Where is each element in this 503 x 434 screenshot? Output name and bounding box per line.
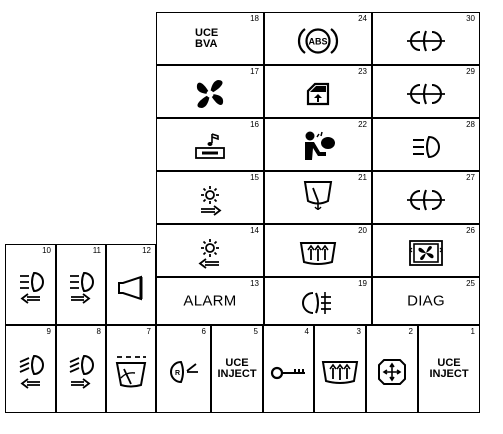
fuse-number: 6 — [201, 327, 206, 336]
fuse-number: 1 — [470, 327, 475, 336]
fuse-number: 14 — [250, 226, 259, 235]
fuse-13: 13 ALARM — [156, 277, 264, 325]
heater-blower-icon — [408, 238, 444, 268]
fuse-number: 22 — [358, 120, 367, 129]
fuse-label: ALARM — [183, 292, 237, 310]
fuse-21: 21 — [264, 171, 372, 224]
fuse-14: 14 — [156, 224, 264, 277]
fuse-10: 10 — [5, 244, 56, 325]
fuse-19: 19 — [264, 277, 372, 325]
fuse-number: 10 — [42, 246, 51, 255]
fuse-30: 30 — [372, 12, 480, 65]
fuse-24: 24 ABS — [264, 12, 372, 65]
fuse-16: 16 — [156, 118, 264, 171]
turn-right-lamp-icon — [193, 184, 227, 216]
horn-icon — [115, 275, 147, 301]
fuse-number: 26 — [466, 226, 475, 235]
reverse-light-icon: R — [167, 359, 201, 385]
fuse-number: 27 — [466, 173, 475, 182]
fuse-number: 25 — [466, 279, 475, 288]
fuse-number: 7 — [146, 327, 151, 336]
fuse-number: 8 — [96, 327, 101, 336]
power-window-icon — [303, 81, 333, 107]
rear-wiper-icon — [301, 179, 335, 213]
fuse-25: 25 DIAG — [372, 277, 480, 325]
fuse-2: 2 — [366, 325, 418, 413]
fuse-number: 29 — [466, 67, 475, 76]
fuse-26: 26 — [372, 224, 480, 277]
abs-icon: ABS — [296, 25, 340, 57]
fuse-number: 16 — [250, 120, 259, 129]
rear-fog-icon — [301, 290, 335, 316]
svg-text:R: R — [174, 370, 179, 377]
high-beam-left-icon — [16, 353, 46, 391]
fuse-number: 2 — [408, 327, 413, 336]
headlight-icon — [409, 134, 443, 160]
fuse-12: 12 — [106, 244, 156, 325]
fuse-20: 20 — [264, 224, 372, 277]
fuse-number: 20 — [358, 226, 367, 235]
fog-light-icon — [404, 29, 448, 53]
fuse-number: 9 — [46, 327, 51, 336]
fuse-number: 30 — [466, 14, 475, 23]
fuse-number: 28 — [466, 120, 475, 129]
low-beam-right-icon — [66, 270, 96, 306]
key-icon — [270, 363, 308, 381]
fuse-4: 4 — [263, 325, 314, 413]
fuse-22: 22 — [264, 118, 372, 171]
hazard-icon — [375, 356, 409, 388]
fuse-number: 18 — [250, 14, 259, 23]
fog-light-icon — [404, 82, 448, 106]
low-beam-left-icon — [16, 270, 46, 306]
fuse-6: 6 R — [156, 325, 211, 413]
front-wiper-icon — [114, 354, 148, 390]
turn-left-lamp-icon — [193, 237, 227, 269]
fuse-number: 24 — [358, 14, 367, 23]
fuse-number: 11 — [92, 246, 101, 255]
fuse-number: 3 — [356, 327, 361, 336]
airbag-icon — [299, 130, 337, 164]
fuse-number: 17 — [250, 67, 259, 76]
fuse-11: 11 — [56, 244, 106, 325]
fuse-number: 23 — [358, 67, 367, 76]
fuse-number: 12 — [142, 246, 151, 255]
fuse-7: 7 — [106, 325, 156, 413]
fuse-9: 9 — [5, 325, 56, 413]
radio-icon — [190, 132, 230, 162]
fuse-17: 17 — [156, 65, 264, 118]
fuse-27: 27 — [372, 171, 480, 224]
abs-text: ABS — [308, 36, 327, 46]
fuse-23: 23 — [264, 65, 372, 118]
fog-light-icon — [404, 188, 448, 212]
rear-defrost-icon — [298, 240, 338, 266]
fuse-number: 5 — [253, 327, 258, 336]
fuse-number: 13 — [250, 279, 259, 288]
fuse-number: 21 — [358, 173, 367, 182]
fan-icon — [192, 77, 228, 111]
high-beam-right-icon — [66, 353, 96, 391]
rear-defrost-icon — [320, 359, 360, 385]
fuse-8: 8 — [56, 325, 106, 413]
fuse-number: 19 — [358, 279, 367, 288]
fuse-number: 15 — [250, 173, 259, 182]
fuse-28: 28 — [372, 118, 480, 171]
fuse-number: 4 — [304, 327, 309, 336]
fuse-15: 15 — [156, 171, 264, 224]
fuse-29: 29 — [372, 65, 480, 118]
fuse-3: 3 — [314, 325, 366, 413]
fuse-label: DIAG — [407, 292, 445, 310]
